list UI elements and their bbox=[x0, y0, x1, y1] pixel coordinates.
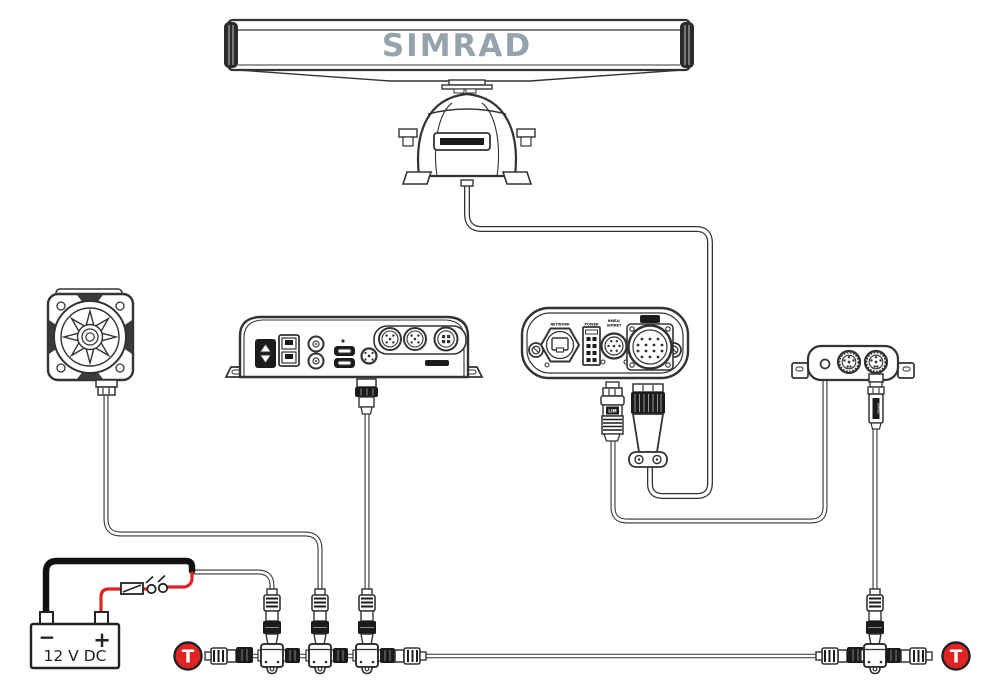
simnet-port-label: NMEA/ bbox=[608, 319, 621, 323]
ethernet-ports bbox=[278, 334, 300, 367]
fuse bbox=[120, 582, 144, 595]
screw-icon bbox=[115, 363, 125, 373]
ethernet-cable bbox=[610, 370, 828, 524]
junction-drop-plug: SIMNET bbox=[867, 373, 885, 430]
tee-connector bbox=[305, 643, 335, 675]
array-endcap-left bbox=[224, 22, 238, 68]
radar-cable bbox=[464, 183, 713, 499]
alarm-drop-cable bbox=[103, 394, 323, 590]
power-terminal-label: POWER bbox=[584, 323, 598, 327]
tee-connector bbox=[860, 643, 890, 675]
backbone-coupler bbox=[379, 647, 396, 664]
array-endcap-right bbox=[680, 22, 694, 68]
model-label-bar bbox=[425, 360, 449, 366]
terminator-badge-letter: T bbox=[182, 647, 195, 668]
network-port bbox=[539, 327, 581, 363]
battery: − + 12 V DC bbox=[29, 611, 121, 670]
terminator-badge-left: T bbox=[173, 641, 203, 671]
terminator-left bbox=[204, 647, 237, 665]
radar-array: SIMRAD bbox=[224, 18, 694, 82]
battery-positive-wire bbox=[99, 571, 194, 619]
nmea2000-port bbox=[360, 347, 378, 365]
simnet-port-label2: SIMNET bbox=[607, 324, 622, 328]
drop-connector bbox=[357, 588, 377, 646]
hdmi-ports bbox=[334, 346, 355, 368]
radar-port bbox=[626, 315, 674, 371]
cable-gland bbox=[95, 379, 118, 388]
round-connector bbox=[403, 327, 427, 351]
power-port bbox=[255, 339, 276, 368]
brand-logo: SIMRAD bbox=[382, 28, 532, 64]
mount-screw bbox=[528, 342, 544, 358]
junction-box bbox=[791, 344, 915, 382]
video-ports bbox=[307, 335, 325, 370]
round-connector bbox=[378, 327, 402, 351]
tee-connector bbox=[257, 643, 287, 675]
backbone-nut bbox=[236, 647, 253, 663]
drop-connector bbox=[262, 588, 282, 646]
minus-symbol: − bbox=[39, 625, 56, 649]
nmea2000-backbone bbox=[204, 588, 933, 675]
battery-negative-wire bbox=[42, 557, 196, 621]
radar-pedestal bbox=[398, 79, 536, 187]
round-connector bbox=[433, 326, 459, 352]
screw-icon bbox=[115, 301, 125, 311]
power-drop-cable bbox=[193, 569, 275, 592]
tee-connector bbox=[352, 643, 382, 675]
power-terminal bbox=[582, 326, 601, 366]
lim-plug-label: LIM bbox=[608, 409, 616, 414]
backbone-coupler bbox=[332, 647, 349, 664]
power-switch bbox=[145, 574, 169, 595]
backbone-cable-end bbox=[394, 647, 427, 665]
plus-symbol: + bbox=[93, 628, 111, 652]
network-port-label: NETWORK bbox=[550, 323, 570, 327]
screw-icon bbox=[56, 363, 66, 373]
backbone-nut bbox=[847, 647, 864, 663]
radar-interface-unit: NETWORK POWER NMEA/ SIMNET bbox=[520, 306, 690, 380]
backbone-coupler bbox=[284, 647, 301, 664]
terminator-badge-right: T bbox=[941, 641, 971, 671]
drop-connector bbox=[865, 588, 885, 646]
round-connector bbox=[836, 349, 862, 375]
processor-drop-plug bbox=[355, 378, 378, 415]
terminator-badge-letter: T bbox=[950, 647, 963, 668]
cable-entry-hole bbox=[819, 358, 831, 370]
processor-unit bbox=[224, 315, 484, 415]
drop-plug-label: SIMNET bbox=[877, 402, 881, 414]
backbone-cable-end bbox=[815, 647, 848, 665]
ethernet-plug: LIM bbox=[600, 381, 625, 442]
battery-voltage-label: 12 V DC bbox=[44, 647, 107, 665]
transducer-panel bbox=[373, 325, 467, 355]
screw-icon bbox=[56, 301, 66, 311]
backbone-coupler bbox=[885, 647, 902, 664]
round-connector bbox=[863, 349, 889, 375]
radar-cable-plug bbox=[628, 383, 668, 468]
terminator-right bbox=[900, 647, 933, 665]
alarm-device bbox=[46, 288, 135, 396]
radar-scanner: SIMRAD bbox=[224, 18, 694, 187]
drop-connector bbox=[310, 588, 330, 646]
